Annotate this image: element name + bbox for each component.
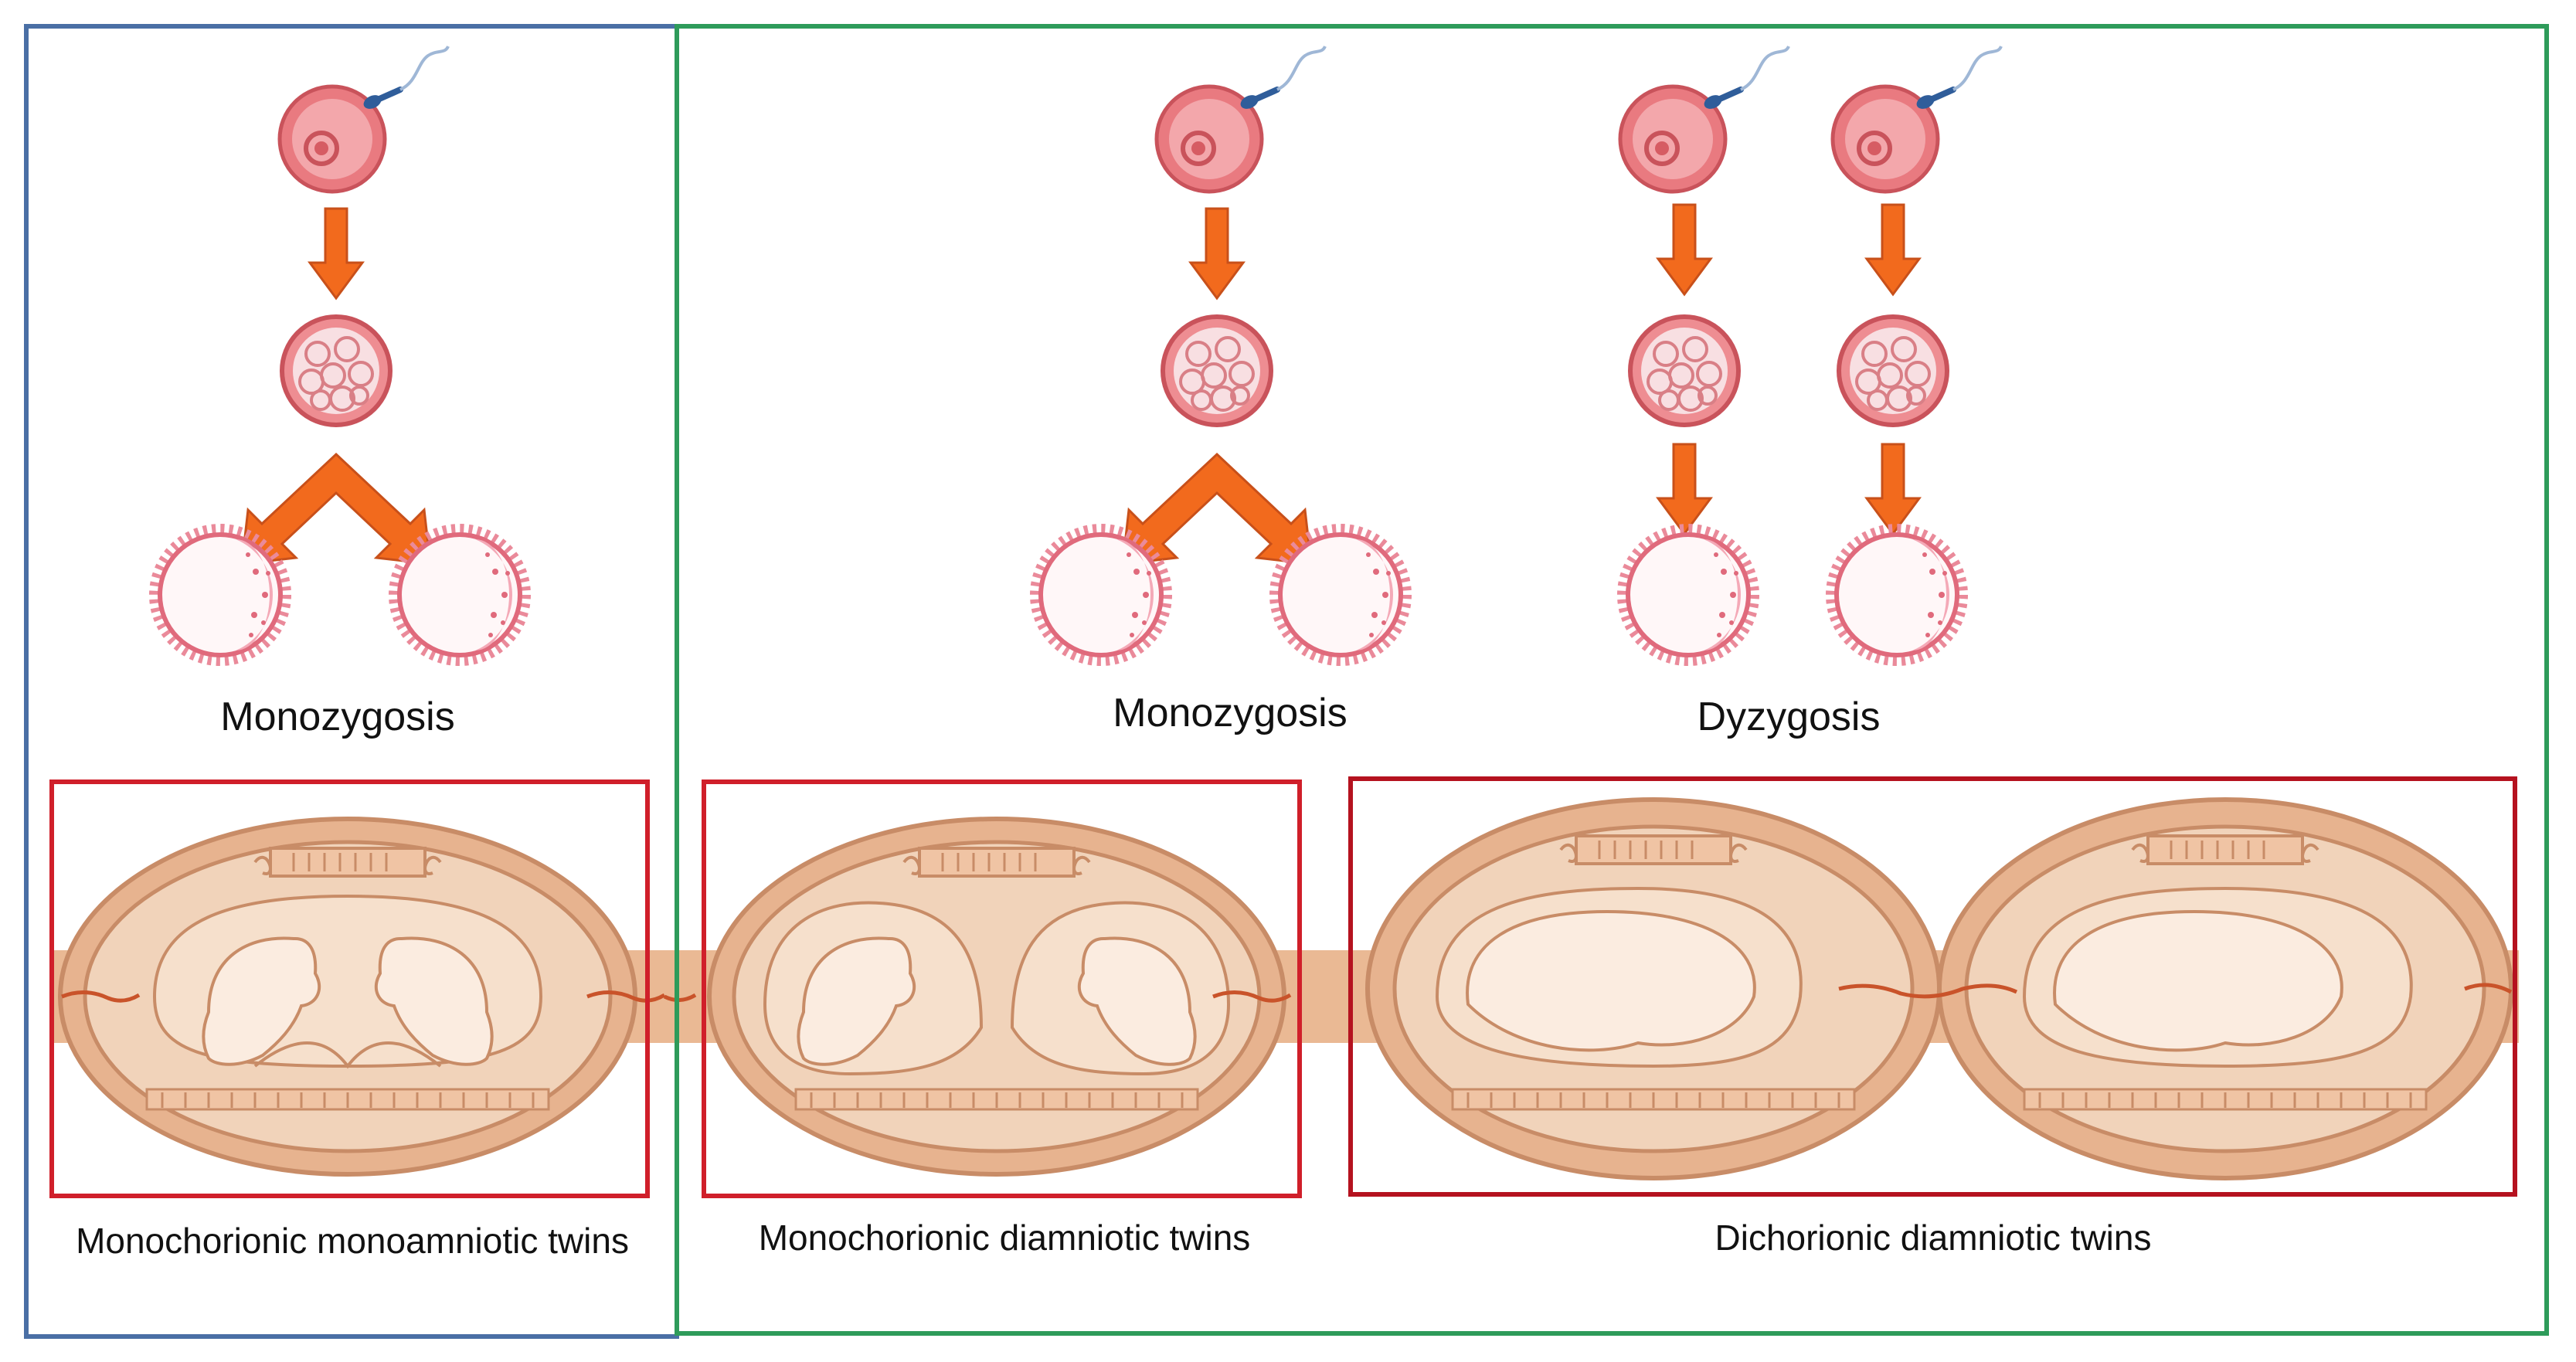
egg-sperm-icon <box>1620 46 1789 192</box>
zygote-icon <box>1163 317 1271 425</box>
down-arrow-icon <box>308 207 364 300</box>
label-mcma: Monochorionic monoamniotic twins <box>76 1221 629 1261</box>
blastocyst-icon <box>1832 530 1962 660</box>
label-monozygosis-mid: Monozygosis <box>1113 691 1347 735</box>
label-dcda: Dichorionic diamniotic twins <box>1715 1218 2152 1258</box>
mcma-zygosity-flow <box>155 46 525 660</box>
dizygotic-flow <box>1620 46 2001 660</box>
gestation-sac-mcma <box>58 817 666 1177</box>
down-arrow-icon <box>1657 203 1712 296</box>
down-arrow-icon <box>1657 443 1712 535</box>
box-mcma <box>49 779 650 1198</box>
gestation-sac-mcda <box>663 817 1292 1177</box>
egg-sperm-icon <box>1157 46 1325 192</box>
frame-diamniotic <box>675 24 2549 1336</box>
zygote-icon <box>282 317 390 425</box>
down-arrow-icon <box>1865 443 1921 535</box>
zygote-icon <box>1630 317 1738 425</box>
egg-sperm-icon <box>280 46 448 192</box>
egg-sperm-icon <box>1833 46 2001 192</box>
zygote-icon <box>1839 317 1947 425</box>
down-arrow-icon <box>1865 203 1921 296</box>
blastocyst-icon <box>1623 530 1753 660</box>
label-mcda: Monochorionic diamniotic twins <box>759 1218 1251 1258</box>
label-dyzygosis: Dyzygosis <box>1698 695 1881 739</box>
box-dcda <box>1348 776 2517 1197</box>
mcda-zygosity-flow <box>1036 46 1405 660</box>
box-mcda <box>702 779 1302 1198</box>
gestation-sac-dcda-right <box>1838 797 2513 1180</box>
gestation-sac-dcda-left <box>1365 797 1942 1180</box>
label-monozygosis-left: Monozygosis <box>220 695 454 739</box>
down-arrow-icon <box>1189 207 1245 300</box>
